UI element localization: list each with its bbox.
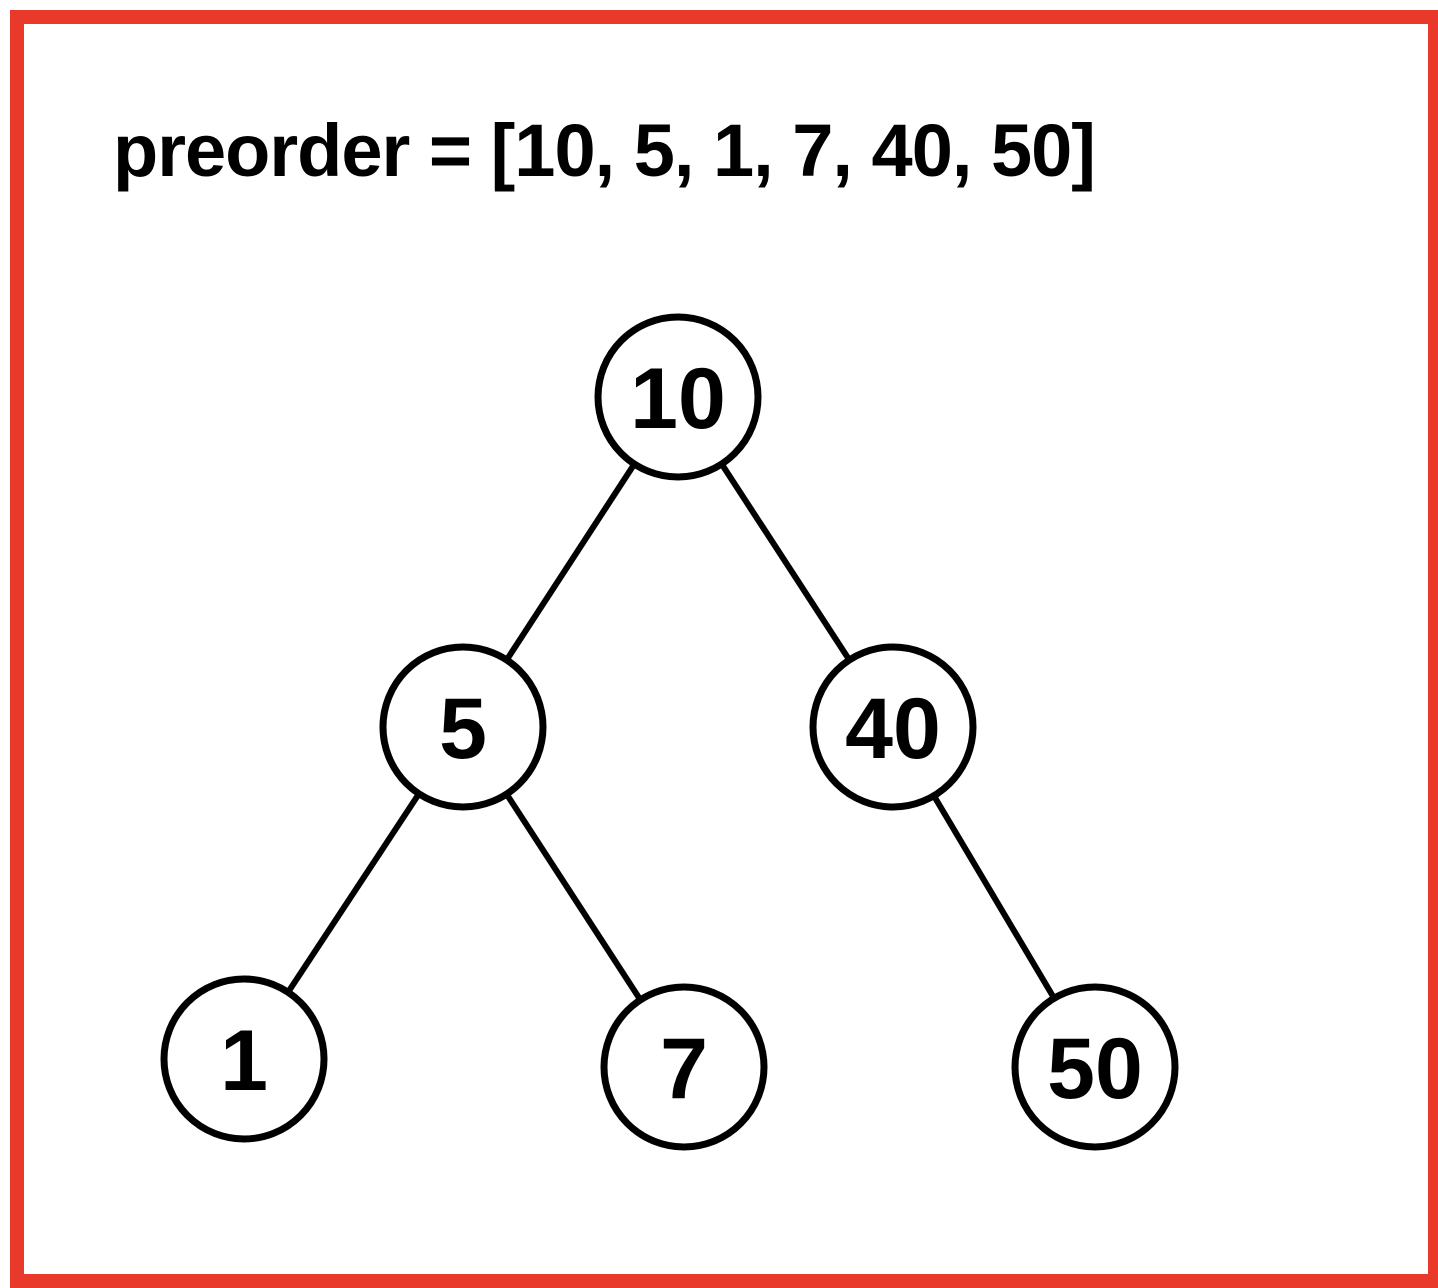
tree-node-10: 10 [594, 313, 762, 481]
node-label: 1 [220, 1013, 268, 1109]
tree-edges [285, 462, 1057, 1002]
node-circle [594, 313, 762, 481]
node-label: 5 [439, 681, 487, 777]
preorder-caption: preorder = [10, 5, 1, 7, 40, 50] [113, 109, 1096, 192]
tree-nodes: 10 5 40 1 7 50 [160, 313, 1179, 1151]
node-label: 40 [845, 681, 941, 777]
tree-node-40: 40 [809, 643, 977, 811]
node-circle [379, 643, 547, 811]
edge-n40-n50 [931, 794, 1057, 1000]
edge-n10-n5 [504, 462, 637, 662]
node-label: 10 [630, 351, 726, 447]
node-label: 7 [660, 1021, 708, 1117]
node-circle [160, 975, 328, 1143]
node-label: 50 [1047, 1021, 1143, 1117]
node-circle [809, 643, 977, 811]
tree-node-7: 7 [600, 983, 768, 1151]
node-circle [1011, 983, 1179, 1151]
edge-n5-n7 [504, 792, 643, 1002]
edge-n10-n40 [719, 462, 852, 662]
tree-node-5: 5 [379, 643, 547, 811]
node-circle [600, 983, 768, 1151]
edge-n5-n1 [285, 792, 422, 994]
tree-node-1: 1 [160, 975, 328, 1143]
tree-node-50: 50 [1011, 983, 1179, 1151]
